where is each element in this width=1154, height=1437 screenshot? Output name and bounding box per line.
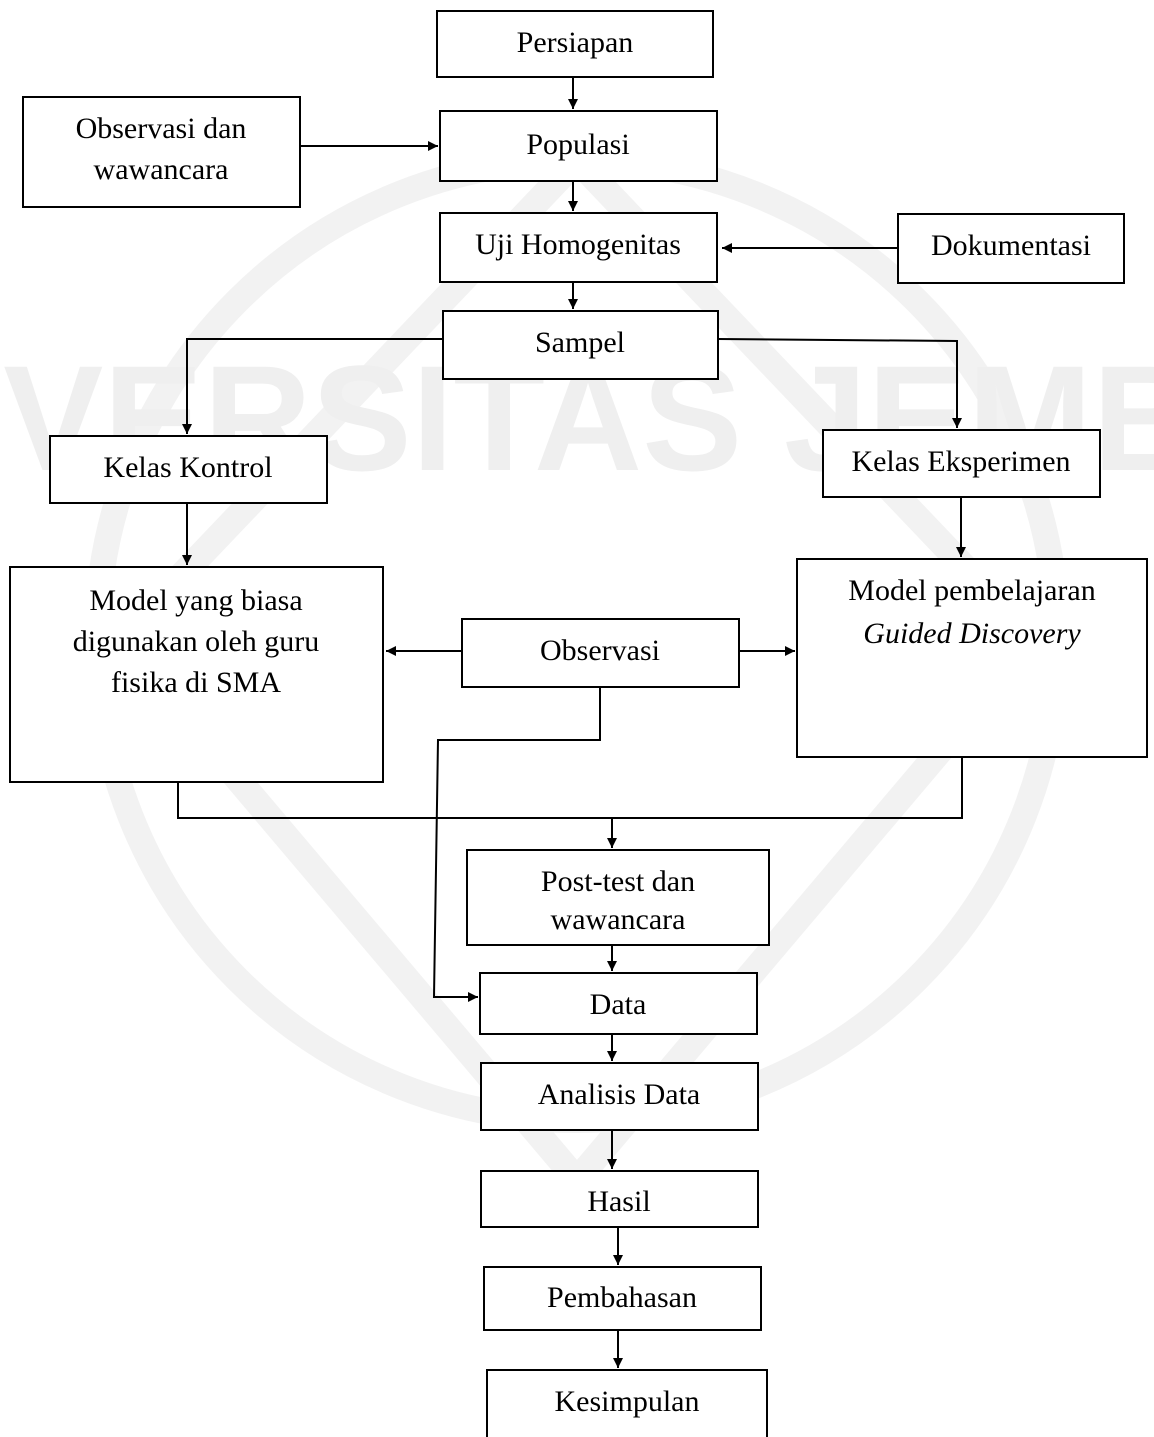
node-kelas-kontrol: Kelas Kontrol: [49, 435, 328, 504]
node-observasi: Observasi: [461, 618, 740, 688]
node-kesimpulan-label: Kesimpulan: [555, 1385, 700, 1418]
node-pembahasan: Pembahasan: [483, 1266, 762, 1331]
node-model-pembelajaran-line1: Model pembelajaran: [848, 574, 1095, 607]
node-kelas-eksperimen-label: Kelas Eksperimen: [851, 445, 1070, 478]
node-kesimpulan: Kesimpulan: [486, 1369, 768, 1437]
node-hasil-label: Hasil: [587, 1185, 650, 1218]
node-observasi-wawancara-line2: wawancara: [94, 153, 229, 186]
node-observasi-wawancara: Observasi dan wawancara: [22, 96, 301, 208]
node-sampel-label: Sampel: [535, 326, 625, 359]
node-model-pembelajaran-line2: Guided Discovery: [863, 617, 1081, 650]
node-kelas-kontrol-label: Kelas Kontrol: [103, 451, 272, 484]
node-uji-homogenitas-label: Uji Homogenitas: [475, 228, 681, 261]
node-dokumentasi: Dokumentasi: [897, 213, 1125, 284]
node-kelas-eksperimen: Kelas Eksperimen: [822, 429, 1101, 498]
node-data-label: Data: [590, 988, 647, 1021]
node-analisis-data-label: Analisis Data: [538, 1078, 700, 1111]
edge-sampel-kelas-kontrol: [182, 338, 443, 434]
node-dokumentasi-label: Dokumentasi: [931, 229, 1091, 262]
node-posttest-line2: wawancara: [551, 903, 686, 936]
node-posttest-line1: Post-test dan: [541, 865, 695, 898]
node-sampel: Sampel: [442, 310, 719, 380]
node-hasil: Hasil: [480, 1170, 759, 1228]
node-posttest: Post-test dan wawancara: [466, 849, 770, 946]
node-populasi: Populasi: [439, 110, 718, 182]
node-persiapan-label: Persiapan: [517, 26, 634, 59]
edge-observasi-data: [432, 687, 601, 1002]
node-model-pembelajaran: Model pembelajaran Guided Discovery: [796, 558, 1148, 758]
node-model-biasa: Model yang biasa digunakan oleh guru fis…: [9, 566, 384, 783]
node-model-biasa-line1: Model yang biasa: [89, 584, 302, 617]
edge-sampel-kelas-eksperimen: [717, 338, 962, 428]
node-pembahasan-label: Pembahasan: [547, 1281, 697, 1314]
node-observasi-wawancara-line1: Observasi dan: [76, 112, 247, 145]
node-persiapan: Persiapan: [436, 10, 714, 78]
edge-models-merge: [177, 757, 963, 819]
node-data: Data: [479, 972, 758, 1035]
connectors: [177, 77, 966, 1368]
node-uji-homogenitas: Uji Homogenitas: [439, 212, 718, 283]
node-analisis-data: Analisis Data: [480, 1062, 759, 1131]
node-model-biasa-line2: digunakan oleh guru: [73, 625, 320, 658]
node-observasi-label: Observasi: [540, 634, 660, 667]
node-model-biasa-line3: fisika di SMA: [111, 666, 281, 699]
node-populasi-label: Populasi: [526, 128, 629, 161]
